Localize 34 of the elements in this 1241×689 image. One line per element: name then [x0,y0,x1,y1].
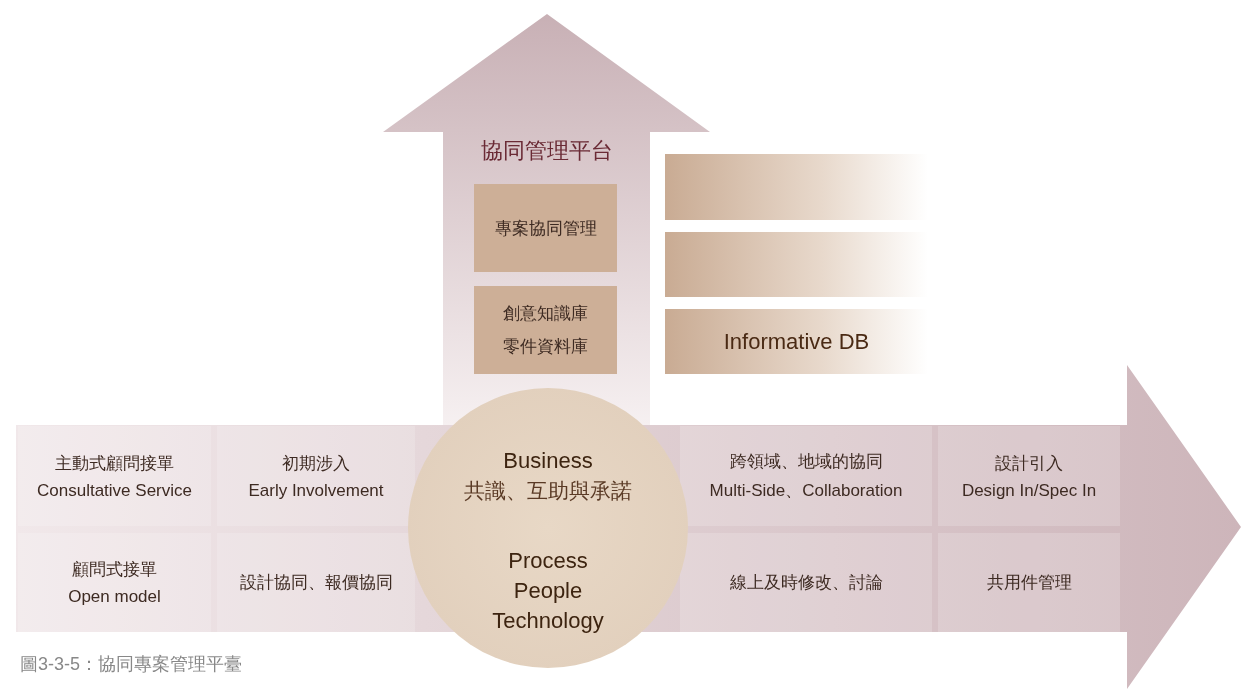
cell-text: 共用件管理 [986,572,1072,594]
circle-label: 共識、互助與承諾 [463,478,633,504]
arrow-title: 協同管理平台 [479,137,614,165]
table-cell [217,426,415,526]
cell-text: Design In/Spec In [961,480,1097,501]
cell-text: Early Involvement [248,480,384,501]
module-label: 創意知識庫 [503,303,588,325]
circle-label: Process People Technology [491,547,605,635]
figure-caption: 圖3-3-5：協同專案管理平臺 [20,653,243,676]
cell-text: 設計引入 [995,452,1063,475]
table-cell [938,533,1120,632]
up-arrow-shape [383,14,710,425]
circle-label: Business [502,448,594,474]
cell-text: 主動式顧問接單 [55,452,174,475]
module-label: 專案協同管理 [494,217,597,240]
cell-text: 跨領域、地域的協同 [729,451,883,473]
table-cell [680,533,932,632]
module-box [474,286,617,374]
cell-text: Multi-Side、Collaboration [709,480,903,502]
cell-text: 設計協同、報價協同 [239,572,393,594]
table-cell [18,533,211,632]
table-cell [18,426,211,526]
cell-text: 顧問式接單 [72,559,157,581]
table-cell [217,533,415,632]
right-arrow-band [16,365,1241,689]
cell-text: 線上及時修改、討論 [729,572,883,594]
cell-text: Open model [68,587,161,607]
module-label: 零件資料庫 [503,336,588,358]
module-label: Informative DB [723,328,870,355]
cell-text: Consultative Service [37,480,192,501]
cell-text: 初期涉入 [282,452,350,475]
module-box [474,184,617,272]
table-cell [938,426,1120,526]
table-cell [680,426,932,526]
